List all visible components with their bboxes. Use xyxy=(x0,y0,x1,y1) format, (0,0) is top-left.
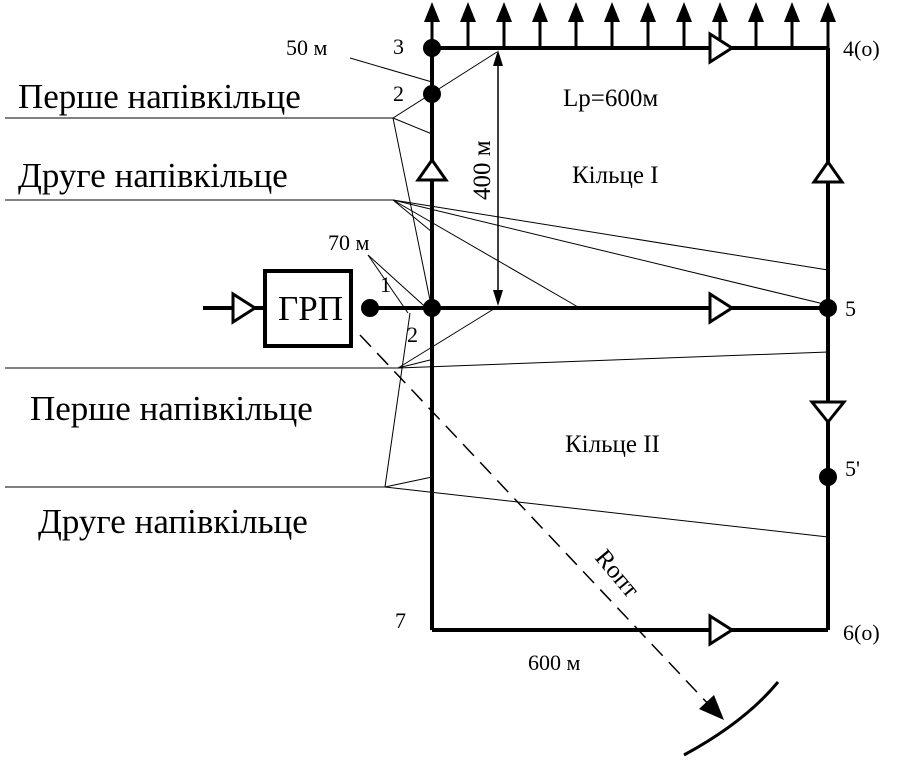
flow-arrow-up-icon xyxy=(415,157,449,182)
leader-second-half-ring-bottom-b xyxy=(384,476,433,488)
leader-first-half-ring-bottom-c xyxy=(397,359,431,369)
leader-second-half-ring-top-d xyxy=(392,199,433,233)
outlet-arrow-icon xyxy=(784,2,800,48)
leader-70m-a xyxy=(367,254,409,314)
leader-second-half-ring-bottom-c xyxy=(384,312,411,488)
node-5-prime-label: 5' xyxy=(845,456,860,481)
outlet-arrow-icon xyxy=(532,2,548,48)
radius-optimal xyxy=(359,334,780,757)
design-length-label: Lр=600м xyxy=(563,85,658,112)
distance-400m-label: 400 м xyxy=(469,140,496,200)
flow-arrow-right-icon xyxy=(231,291,258,325)
leader-second-half-ring-top-b xyxy=(392,199,829,306)
leader-first-half-ring-top-c xyxy=(392,117,433,311)
outlet-arrow-icon xyxy=(676,2,692,48)
second-half-ring-bottom-label: Друге напівкільце xyxy=(38,502,308,541)
ring-2-label: Кільце ІІ xyxy=(565,431,660,458)
outlet-arrow-icon xyxy=(748,2,764,48)
second-half-ring-top-label: Друге напівкільце xyxy=(18,156,288,195)
leader-second-half-ring-top-c xyxy=(392,199,579,308)
node-2-mid xyxy=(423,299,441,317)
outlet-arrow-icon xyxy=(640,2,656,48)
first-half-ring-bottom-label: Перше напівкільце xyxy=(30,389,313,428)
grp-label: ГРП xyxy=(278,289,343,328)
outlet-arrow-icon xyxy=(460,2,476,48)
leader-first-half-ring-top-b xyxy=(392,117,433,135)
node-3-label: 3 xyxy=(393,34,404,59)
node-3 xyxy=(423,39,441,57)
ring-1-label: Кільце І xyxy=(572,162,659,189)
node-5-prime xyxy=(819,468,837,486)
flow-arrow-right-icon xyxy=(708,613,735,647)
node-1-label: 1 xyxy=(380,272,391,297)
node-4-label: 4(о) xyxy=(843,36,880,61)
leader-first-half-ring-bottom-b xyxy=(397,306,498,369)
nodes xyxy=(361,39,837,486)
flow-arrow-down-icon xyxy=(808,400,848,425)
optimal-radius-label: Rопт xyxy=(589,545,644,603)
distance-50m-label: 50 м xyxy=(286,35,328,60)
node-5 xyxy=(819,299,837,317)
node-5-label: 5 xyxy=(845,296,856,321)
text-labels: Перше напівкільце Друге напівкільце Перш… xyxy=(18,34,880,675)
leader-50m xyxy=(349,57,433,83)
node-6-label: 6(о) xyxy=(843,620,880,645)
leader-first-half-ring-bottom-a xyxy=(5,351,829,369)
half-ring-leader-lines xyxy=(5,51,829,538)
dimension-400m xyxy=(493,50,503,306)
outlet-arrow-icon xyxy=(568,2,584,48)
service-radius-arc xyxy=(683,681,780,757)
outlet-arrow-icon xyxy=(496,2,512,48)
flow-direction-arrows xyxy=(231,31,848,647)
consumer-outlet-arrows xyxy=(424,2,836,48)
node-1 xyxy=(361,299,379,317)
first-half-ring-top-label: Перше напівкільце xyxy=(18,77,301,116)
node-2-top-label: 2 xyxy=(393,81,404,106)
radius-arrowhead-icon xyxy=(699,695,724,720)
flow-arrow-right-icon xyxy=(708,31,735,65)
leader-70m-b xyxy=(367,254,433,314)
node-7-label: 7 xyxy=(395,608,406,633)
flow-arrow-right-icon xyxy=(708,291,735,325)
grp-box xyxy=(263,269,353,348)
distance-70m-label: 70 м xyxy=(328,230,370,255)
outlet-arrow-icon xyxy=(820,2,836,48)
node-2-mid-label: 2 xyxy=(407,322,418,347)
node-2-top xyxy=(423,85,441,103)
outlet-arrow-icon xyxy=(604,2,620,48)
flow-arrow-up-icon xyxy=(811,159,845,184)
distance-600m-label: 600 м xyxy=(528,650,581,675)
